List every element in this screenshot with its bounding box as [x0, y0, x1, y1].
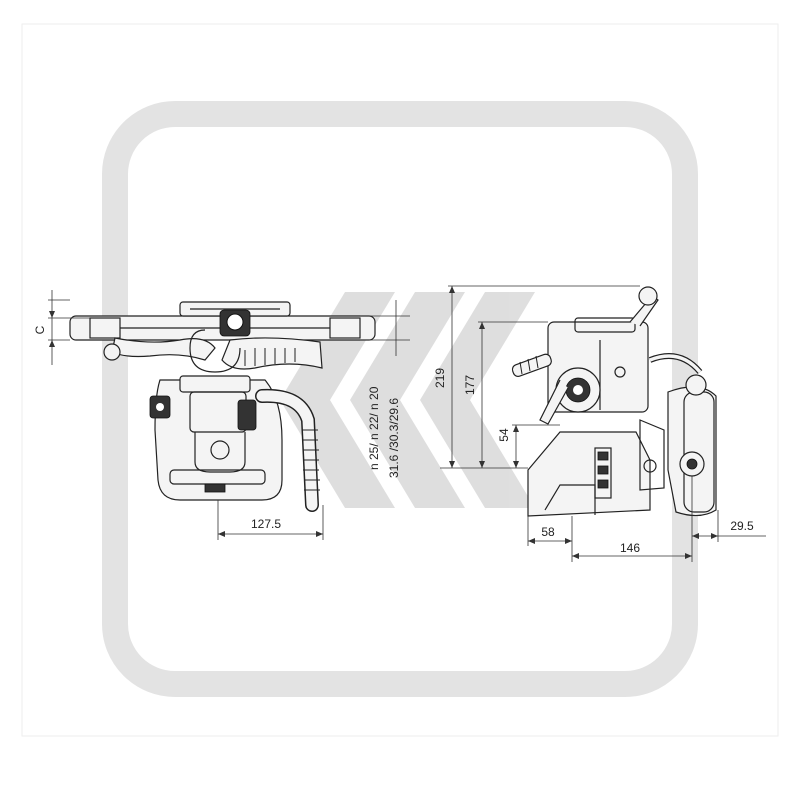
dim-54-label: 54 [497, 428, 511, 442]
dimension-width-front: 127.5 [217, 500, 324, 540]
note-ball-sizes: n 25/ n 22/ n 20 [367, 386, 381, 470]
dimension-58: 58 [527, 516, 573, 546]
front-linkage [103, 329, 323, 373]
front-hitch-body [149, 375, 283, 501]
dim-29-5-label: 29.5 [730, 519, 754, 533]
dim-c-label: C [33, 325, 47, 334]
dim-177-label: 177 [463, 375, 477, 395]
dim-width-front-label: 127.5 [251, 517, 281, 531]
front-view: C 127.5 n 25/ n 22/ n 20 31.6 /30.3/29.6 [33, 290, 410, 540]
dimension-146: 146 [571, 476, 693, 562]
note-pin-sizes: 31.6 /30.3/29.6 [387, 398, 401, 478]
dimension-29-5: 29.5 [692, 510, 766, 542]
dimension-c: C [33, 290, 90, 365]
side-view: 219 177 54 58 [433, 285, 766, 562]
side-jaw [527, 431, 651, 517]
front-top-bar [69, 301, 376, 341]
dim-58-label: 58 [541, 525, 555, 539]
size-notes: n 25/ n 22/ n 20 31.6 /30.3/29.6 [367, 386, 401, 478]
dimension-219: 219 [433, 285, 640, 469]
dim-146-label: 146 [620, 541, 640, 555]
dimension-54: 54 [497, 424, 560, 468]
dimension-177: 177 [463, 321, 548, 468]
side-lever [511, 353, 601, 425]
front-hose [255, 388, 320, 512]
front-bar-ticks [360, 300, 410, 356]
dim-219-label: 219 [433, 368, 447, 388]
side-rear-housing [639, 353, 717, 517]
page-border [21, 23, 779, 737]
